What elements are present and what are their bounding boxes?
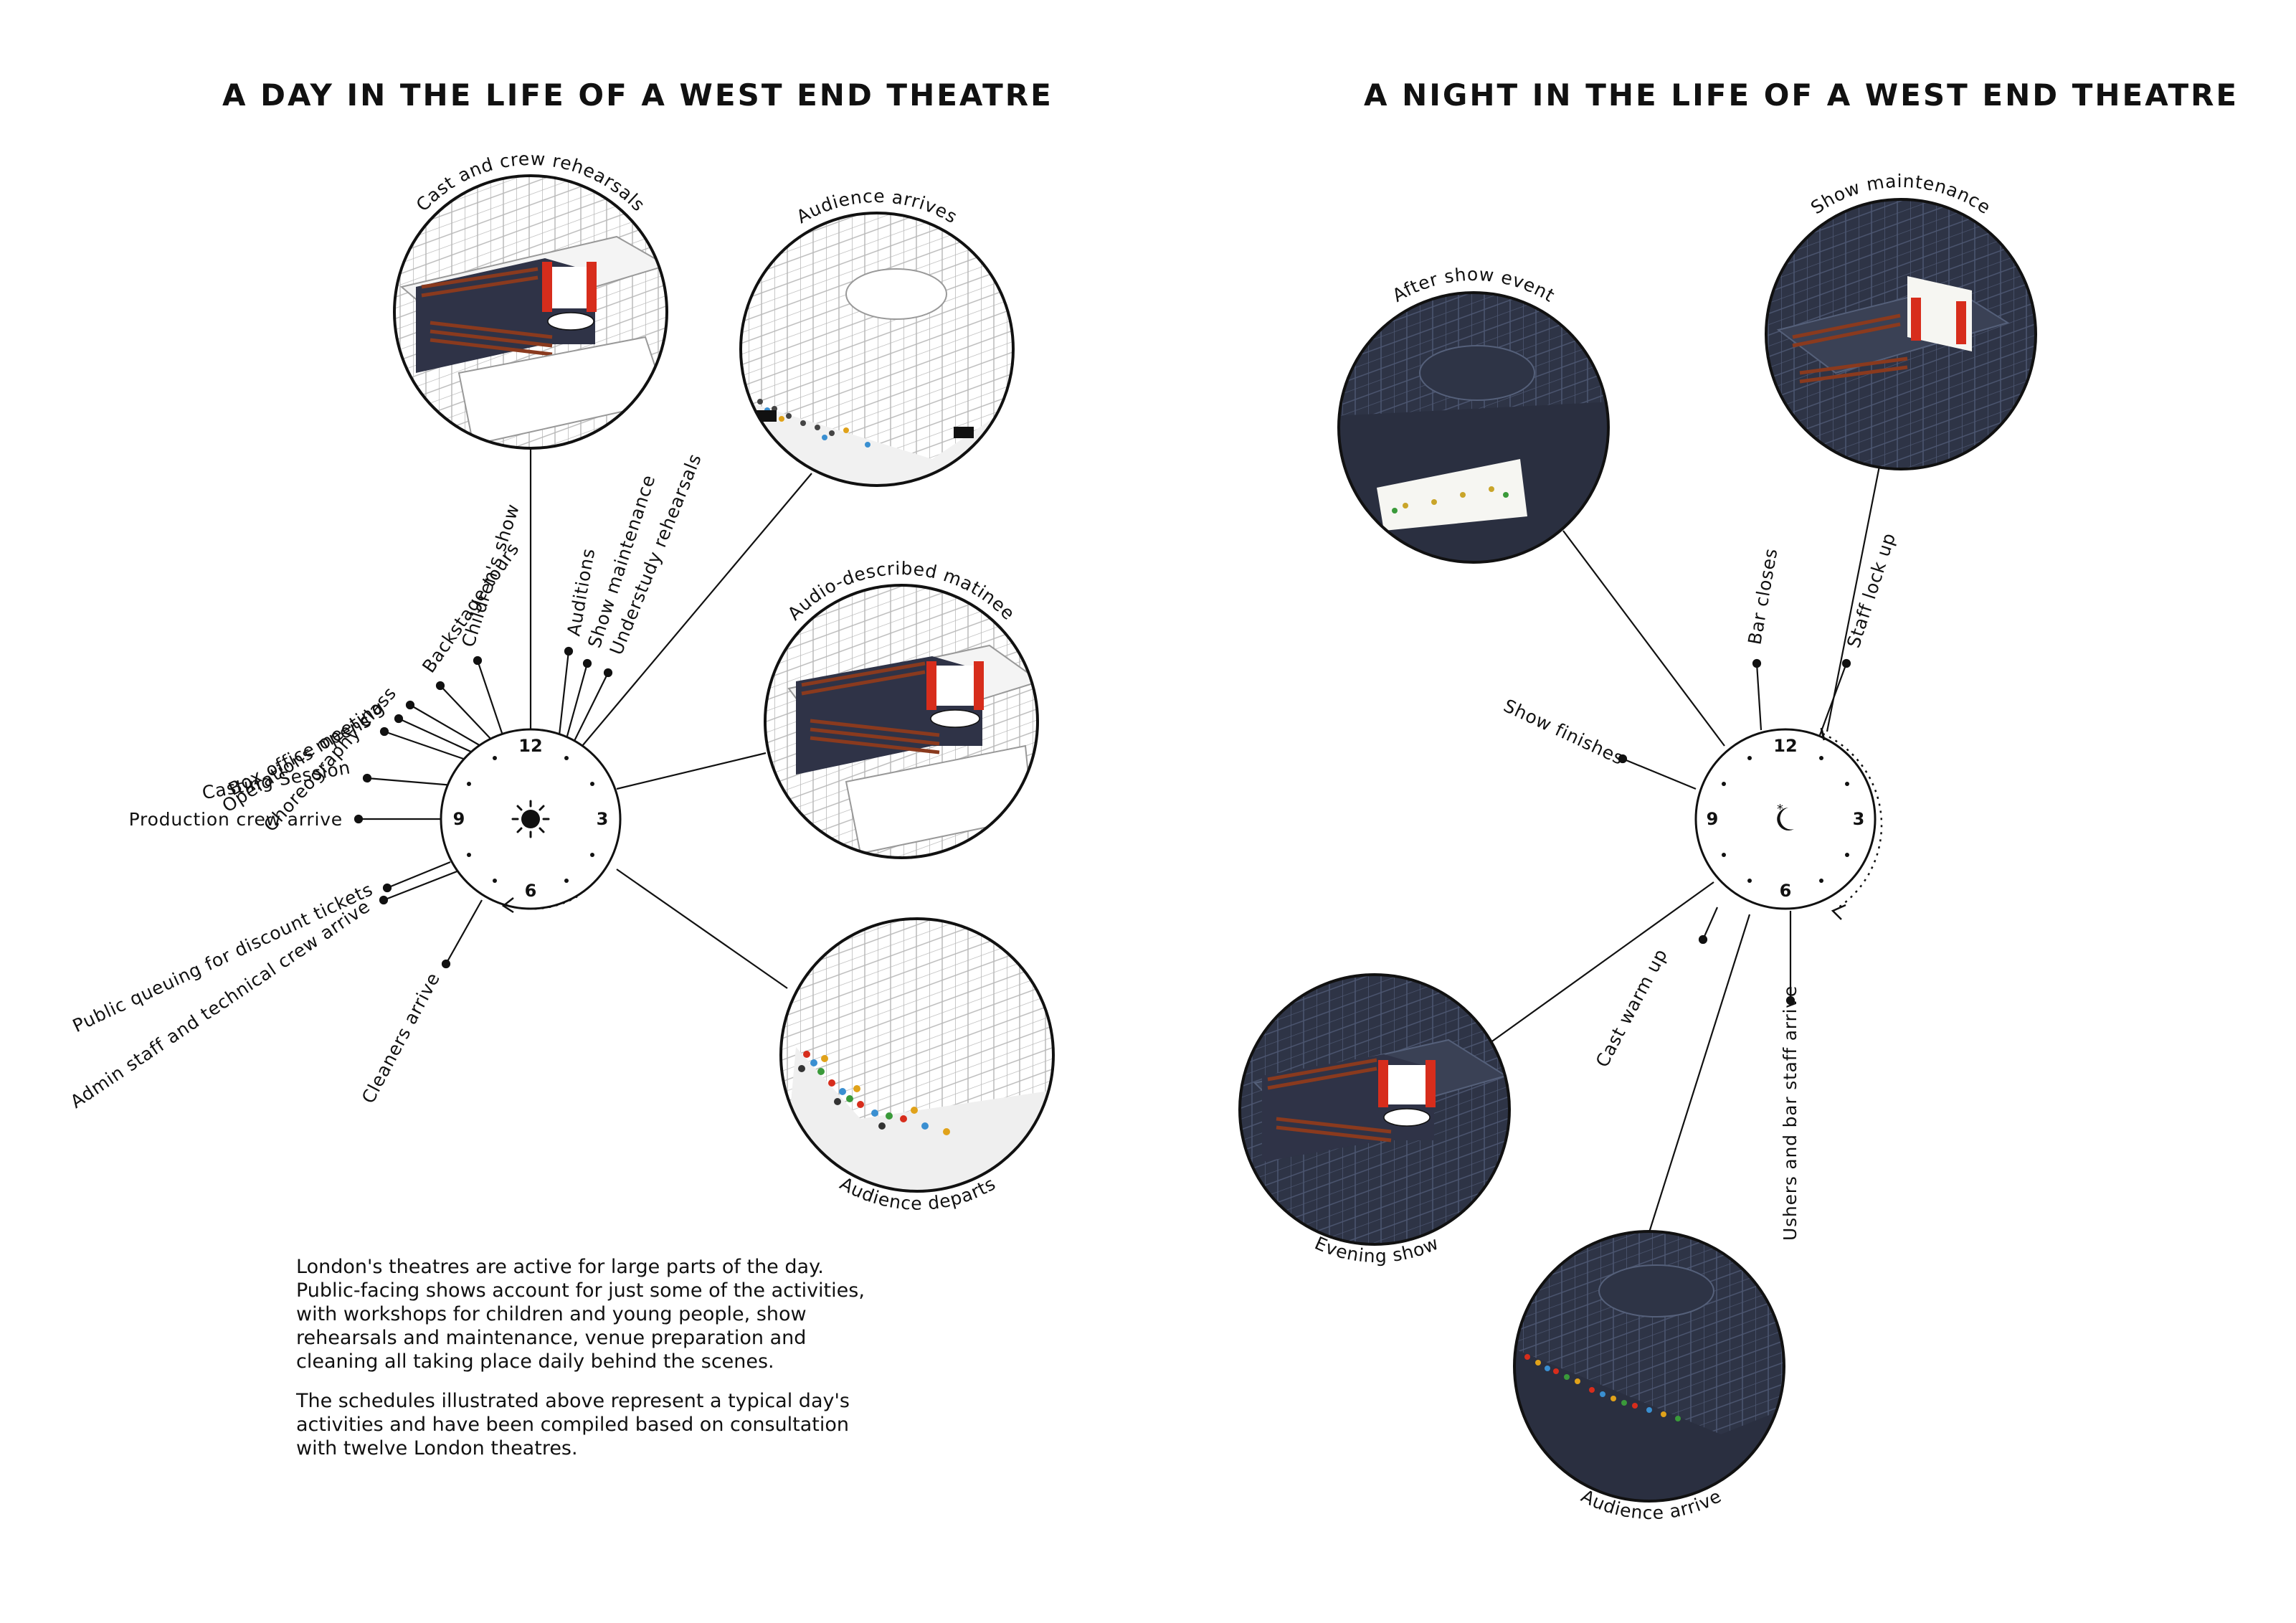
scene-audience-arrives: Audience arrives bbox=[739, 186, 1015, 487]
activity-show-finishes: Show finishes bbox=[1500, 695, 1627, 769]
night-activity-leaders bbox=[1618, 658, 1851, 1005]
activity-bar-closes: Bar closes bbox=[1744, 546, 1781, 646]
sun-icon bbox=[511, 800, 550, 838]
activity-production-crew-arrive: Production crew arrive bbox=[129, 809, 343, 830]
scene-audience-departs: Audience departs bbox=[779, 917, 1055, 1214]
day-title: A DAY IN THE LIFE OF A WEST END THEATRE bbox=[222, 77, 1053, 113]
day-activity-leaders bbox=[354, 646, 613, 969]
day-clock: 12 3 6 9 bbox=[440, 728, 622, 914]
scene-audience-arrive: Audience arrive bbox=[1513, 1230, 1785, 1523]
scene-after-show-event: After show event bbox=[1337, 264, 1610, 564]
activity-backstage-tours: Backstage tours bbox=[418, 539, 523, 676]
activity-staff-lock-up: Staff lock up bbox=[1843, 530, 1899, 650]
activity-cleaners-arrive: Cleaners arrive bbox=[358, 969, 445, 1107]
svg-text:*: * bbox=[1777, 802, 1783, 817]
night-connectors bbox=[1489, 465, 1881, 1233]
scene-audio-described-matinee: Audio-described matinee bbox=[764, 558, 1039, 859]
night-clock-3: 3 bbox=[1853, 809, 1865, 829]
moon-icon: * bbox=[1777, 802, 1794, 831]
night-clock: 12 3 6 9 * bbox=[1694, 727, 1883, 920]
activity-cast-warm-up: Cast warm up bbox=[1592, 945, 1671, 1071]
day-clock-12: 12 bbox=[518, 736, 542, 756]
scene-show-maintenance: Show maintenance bbox=[1765, 171, 2037, 470]
description-paragraph-1: London's theatres are active for large p… bbox=[296, 1256, 865, 1373]
day-clock-9: 9 bbox=[453, 809, 465, 829]
night-clock-9: 9 bbox=[1707, 809, 1719, 829]
scene-evening-show: Evening show bbox=[1238, 973, 1511, 1267]
day-connectors bbox=[529, 448, 812, 989]
activity-ushers-bar-staff-arrive: Ushers and bar staff arrive bbox=[1780, 985, 1801, 1241]
scene-cast-crew-rehearsals: Cast and crew rehearsals bbox=[393, 148, 668, 450]
night-clock-12: 12 bbox=[1773, 736, 1797, 756]
day-clock-6: 6 bbox=[525, 881, 537, 901]
description: London's theatres are active for large p… bbox=[296, 1255, 884, 1476]
day-clock-3: 3 bbox=[597, 809, 609, 829]
night-clock-6: 6 bbox=[1780, 881, 1792, 901]
description-paragraph-2: The schedules illustrated above represen… bbox=[296, 1390, 850, 1459]
night-title: A NIGHT IN THE LIFE OF A WEST END THEATR… bbox=[1364, 77, 2239, 113]
